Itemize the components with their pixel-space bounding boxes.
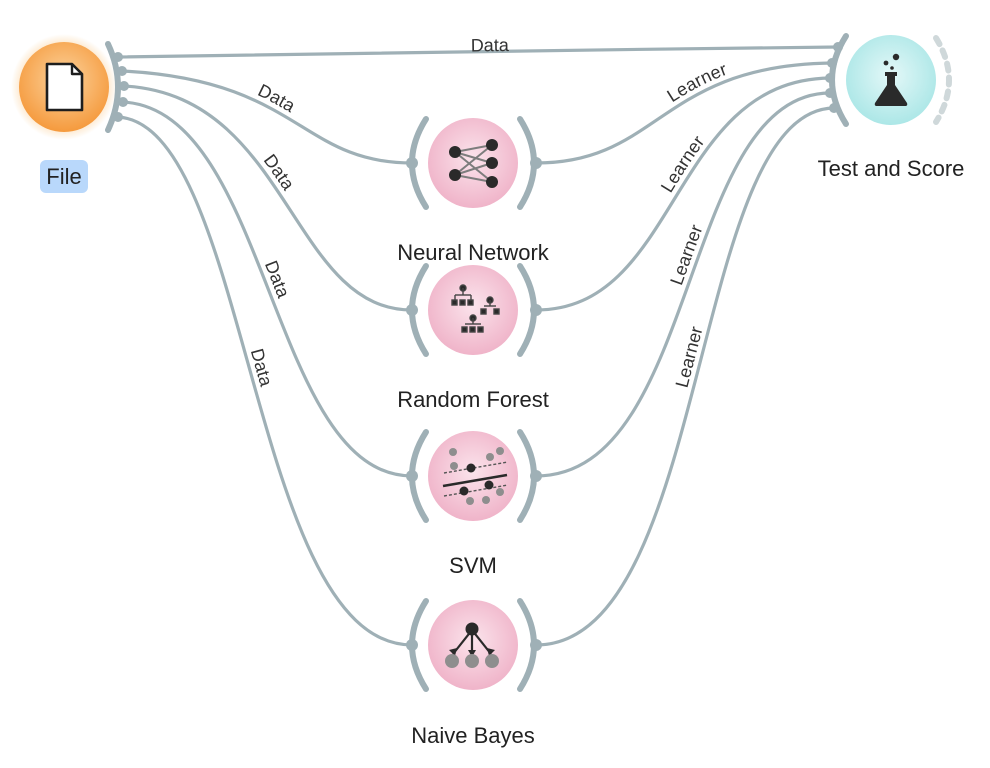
- output-port[interactable]: [113, 112, 123, 122]
- link-file-to-naive-bayes[interactable]: [116, 115, 414, 647]
- output-port[interactable]: [530, 304, 542, 316]
- link-file-to-test-and-score[interactable]: [116, 45, 840, 59]
- node-svm[interactable]: SVM: [406, 429, 542, 578]
- output-port[interactable]: [118, 97, 128, 107]
- link-file-to-svm[interactable]: [121, 100, 414, 478]
- link-naive-bayes-to-test-and-score[interactable]: [534, 106, 836, 647]
- input-port[interactable]: [827, 58, 837, 68]
- output-port[interactable]: [117, 66, 127, 76]
- node-naive-bayes[interactable]: Naive Bayes: [406, 598, 542, 748]
- output-port[interactable]: [113, 52, 123, 62]
- output-channel-placeholder: [933, 35, 952, 125]
- node-label-svm[interactable]: SVM: [449, 553, 497, 578]
- output-port[interactable]: [530, 470, 542, 482]
- node-label-file[interactable]: File: [46, 164, 81, 189]
- selection-label-highlight: [40, 160, 88, 193]
- link-label-data: Data: [471, 35, 510, 55]
- input-port[interactable]: [825, 88, 835, 98]
- flask-icon: [874, 53, 908, 106]
- document-icon: [45, 62, 84, 112]
- input-port[interactable]: [406, 157, 418, 169]
- node-label-naive-bayes[interactable]: Naive Bayes: [411, 723, 535, 748]
- neural-network-icon: [449, 139, 498, 188]
- node-random-forest-circle: [428, 265, 518, 355]
- node-test-and-score[interactable]: Test and Score: [818, 33, 965, 181]
- node-label-random-forest[interactable]: Random Forest: [397, 387, 549, 412]
- input-port[interactable]: [406, 304, 418, 316]
- input-port[interactable]: [829, 103, 839, 113]
- input-port[interactable]: [833, 42, 843, 52]
- bayes-network-icon: [445, 622, 499, 668]
- link-file-to-neural-network[interactable]: [120, 69, 414, 165]
- output-port[interactable]: [530, 157, 542, 169]
- node-neural-network[interactable]: Neural Network: [397, 116, 550, 265]
- node-neural-network-circle: [428, 118, 518, 208]
- tree-hierarchy-icon: [451, 284, 500, 333]
- node-label-test-and-score[interactable]: Test and Score: [818, 156, 965, 181]
- node-label-neural-network[interactable]: Neural Network: [397, 240, 550, 265]
- input-port[interactable]: [406, 639, 418, 651]
- link-neural-network-to-test-and-score[interactable]: [534, 61, 834, 165]
- output-port[interactable]: [530, 639, 542, 651]
- svm-scatter-icon: [442, 447, 509, 505]
- output-channel-bracket: [105, 41, 121, 133]
- input-port[interactable]: [825, 73, 835, 83]
- node-file[interactable]: File: [11, 34, 129, 193]
- node-random-forest[interactable]: Random Forest: [397, 263, 549, 412]
- input-port[interactable]: [406, 470, 418, 482]
- link-file-to-random-forest[interactable]: [122, 84, 414, 312]
- output-port[interactable]: [119, 81, 129, 91]
- link-label-data: Data: [247, 346, 277, 389]
- link-svm-to-test-and-score[interactable]: [534, 91, 832, 478]
- link-random-forest-to-test-and-score[interactable]: [534, 76, 832, 312]
